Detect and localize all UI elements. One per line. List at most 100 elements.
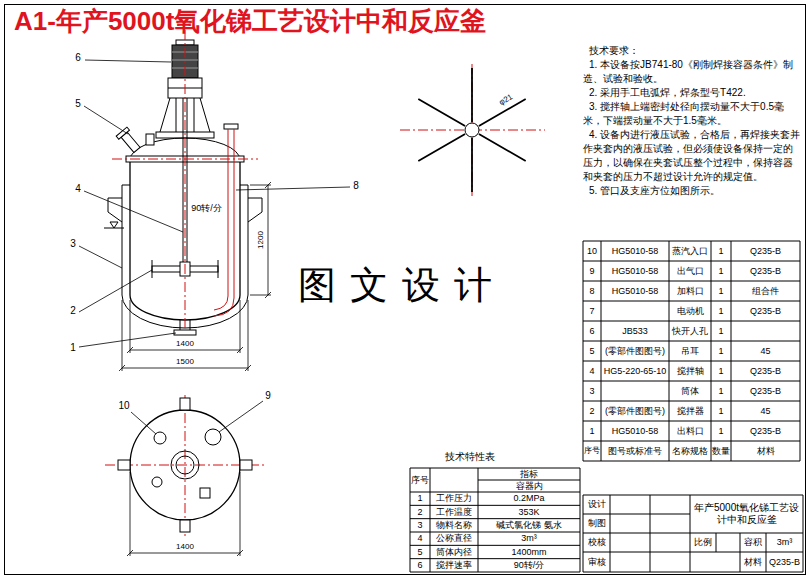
- parts-table-cell: 7: [583, 301, 601, 321]
- parts-table-cell: 吊耳: [669, 341, 711, 361]
- title-block-cell: 3m³: [766, 533, 803, 552]
- spec-table-cell: 1: [410, 492, 430, 505]
- parts-table-cell: 名称规格: [669, 441, 711, 461]
- parts-table-cell: Q235-B: [731, 361, 800, 381]
- title-block-cell: 制图: [583, 514, 610, 533]
- requirement-text: 4. 设备内进行液压试验，合格后，再焊接夹套并作夹套内的液压试验，但必须使设备保…: [583, 128, 801, 184]
- spec-table-cell: 1400mm: [478, 545, 580, 558]
- sheet-frame: [5, 5, 806, 575]
- spec-table-cell: 3m³: [478, 532, 580, 545]
- leader-line: [131, 401, 263, 434]
- parts-table-cell: Q235-B: [731, 381, 800, 401]
- drawing-title: A1-年产5000t氧化锑工艺设计中和反应釜: [14, 7, 486, 37]
- requirement-text: 5. 管口及支座方位如图所示。: [583, 184, 801, 198]
- dimension-line: [127, 300, 243, 353]
- dimension-line: [250, 182, 271, 298]
- parts-table-cell: 45: [731, 401, 800, 421]
- parts-table-cell: 1: [583, 421, 601, 441]
- dimension-text: 1400: [176, 543, 194, 551]
- spec-table-cell: 工作压力: [430, 492, 478, 505]
- center-line: [112, 159, 258, 160]
- spec-table-cell: 搅拌速率: [430, 559, 478, 572]
- requirement-text: 3. 搅拌轴上端密封处径向摆动量不大于0.5毫米，下端摆动量不大于1.5毫米。: [583, 100, 801, 128]
- callout-number: 8: [353, 181, 359, 191]
- title-block-cell: 容积: [740, 533, 766, 552]
- parts-table-cell: (零部件图图号): [601, 341, 669, 361]
- parts-table-cell: 出料口: [669, 421, 711, 441]
- parts-table-cell: 9: [583, 261, 601, 281]
- outlet-flange: [174, 330, 196, 335]
- spec-table-cell: 公称直径: [430, 532, 478, 545]
- spec-table-cell: 4: [410, 532, 430, 545]
- parts-table-cell: 4: [583, 361, 601, 381]
- callout-number: 10: [118, 401, 129, 411]
- spec-table: [410, 468, 580, 572]
- title-block: [583, 495, 803, 572]
- spec-table-cell: 0.2MPa: [478, 492, 580, 505]
- callout-number: 4: [75, 184, 81, 194]
- parts-table-cell: 1: [711, 321, 731, 341]
- parts-table-cell: Q235-B: [731, 261, 800, 281]
- title-block-cell: 审核: [583, 552, 610, 572]
- parts-table-cell: 2: [583, 401, 601, 421]
- dimension-line: [119, 300, 251, 371]
- parts-table-cell: 筒体: [669, 381, 711, 401]
- parts-table-cell: 1: [711, 341, 731, 361]
- parts-table-cell: 1: [711, 281, 731, 301]
- requirement-text: 1. 本设备按JB741-80《刚制焊接容器条件》制造、试验和验收。: [583, 58, 801, 86]
- dimension-text: φ21: [498, 93, 514, 107]
- requirements-block: 技术要求：1. 本设备按JB741-80《刚制焊接容器条件》制造、试验和验收。2…: [583, 44, 801, 198]
- parts-table-cell: 电动机: [669, 301, 711, 321]
- parts-table-cell: 8: [583, 281, 601, 301]
- parts-table-cell: 数量: [711, 441, 731, 461]
- callout-number: 1: [70, 343, 76, 353]
- title-block-cell: 比例: [690, 533, 716, 552]
- callout-number: 5: [75, 99, 81, 109]
- parts-table-cell: 蒸汽入口: [669, 241, 711, 261]
- center-line: [185, 30, 186, 328]
- center-line: [400, 64, 545, 196]
- sight-nozzle: [116, 127, 142, 154]
- parts-table-cell: 5: [583, 341, 601, 361]
- drawing-name: 年产5000t氧化锑工艺设计中和反应釜: [690, 495, 803, 533]
- spec-table-cell: 序号: [410, 468, 430, 492]
- plan-lug: [180, 520, 190, 532]
- dimension-text: 1400: [176, 340, 194, 348]
- parts-table-cell: 1: [711, 261, 731, 281]
- parts-table-cell: Q235-B: [731, 301, 800, 321]
- spec-table-cell: 2: [410, 505, 430, 518]
- parts-table-cell: 6: [583, 321, 601, 341]
- parts-table-cell: 1: [711, 241, 731, 261]
- plan-lug: [118, 460, 130, 470]
- dimension-text: 1200: [257, 231, 265, 249]
- spec-table-cell: 5: [410, 545, 430, 558]
- title-block-cell: 材料: [740, 552, 766, 572]
- parts-table-cell: 搅拌器: [669, 401, 711, 421]
- requirement-text: 技术要求：: [583, 44, 801, 58]
- parts-table-cell: 搅拌轴: [669, 361, 711, 381]
- plan-nozzle: [171, 451, 199, 479]
- parts-table-cell: 10: [583, 241, 601, 261]
- parts-table-cell: HG5010-58: [601, 421, 669, 441]
- plan-shell: [130, 410, 240, 520]
- callout-number: 9: [265, 391, 271, 401]
- parts-table-cell: HG5010-58: [601, 241, 669, 261]
- parts-table-cell: 1: [711, 301, 731, 321]
- plan-nozzle: [176, 456, 194, 474]
- agitator-hub: [465, 123, 479, 137]
- pipe-flange: [224, 124, 238, 129]
- title-block-cell: Q235-B: [766, 552, 803, 572]
- parts-table-cell: 材料: [731, 441, 800, 461]
- top-nozzle: [146, 134, 154, 145]
- spec-table-cell: 物料名称: [430, 519, 478, 532]
- title-block-cell: 校核: [583, 533, 610, 552]
- dimension-text: 1500: [176, 358, 194, 366]
- parts-table-cell: 快开人孔: [669, 321, 711, 341]
- callout-number: 6: [75, 53, 81, 63]
- parts-table-cell: 图号或标准号: [601, 441, 669, 461]
- parts-table-cell: HG5010-58: [601, 281, 669, 301]
- callout-number: 2: [70, 306, 76, 316]
- spec-table-cell: 6: [410, 559, 430, 572]
- parts-table-cell: JB533: [601, 321, 669, 341]
